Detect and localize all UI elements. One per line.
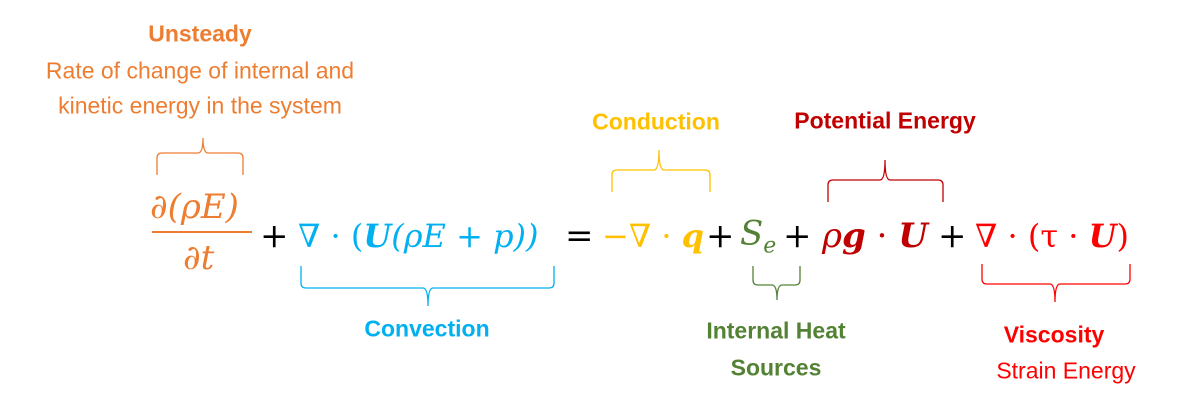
close-paren: ) <box>1116 217 1129 255</box>
viscous-divergence: ∇ · (τ · <box>975 217 1089 255</box>
viscosity-label: Viscosity <box>1003 321 1105 348</box>
time-derivative-numerator: ∂(ρE) <box>150 187 239 227</box>
divergence: ∇ · ( <box>298 217 364 255</box>
time-derivative-denominator: ∂t <box>183 238 215 278</box>
strain-energy-label: Strain Energy <box>996 357 1136 384</box>
velocity-vector: U <box>363 217 392 255</box>
sources-brace <box>752 266 801 301</box>
plus-sign: + <box>260 216 289 256</box>
convection-brace <box>300 266 555 307</box>
convection-rest: (ρE + p)) <box>391 217 539 255</box>
viscous-term: ∇ · (τ · U) <box>975 217 1129 255</box>
neg-divergence: −∇ · <box>602 217 682 255</box>
sources-label-2: Sources <box>730 354 822 381</box>
unsteady-title: Unsteady <box>148 20 252 47</box>
plus-sign: + <box>783 216 812 256</box>
heat-flux: q <box>681 217 705 255</box>
sources-label-1: Internal Heat <box>706 317 846 344</box>
velocity-vector: U <box>898 216 928 256</box>
source-subscript: e <box>763 233 777 259</box>
source-symbol: S <box>740 213 764 254</box>
convection-label: Convection <box>364 315 490 342</box>
potential-term: ρg · U <box>822 216 928 256</box>
gravity-vector: g <box>842 216 866 256</box>
density: ρ <box>822 216 842 256</box>
plus-sign: + <box>938 216 967 256</box>
equals-sign: = <box>565 216 594 256</box>
dot: · <box>865 216 899 256</box>
conduction-brace <box>611 149 711 192</box>
convection-term: ∇ · (U(ρE + p)) <box>298 217 539 255</box>
potential-energy-label: Potential Energy <box>794 107 976 134</box>
unsteady-desc-2: kinetic energy in the system <box>58 92 342 119</box>
potential-brace <box>827 159 944 202</box>
viscosity-brace <box>981 264 1131 303</box>
conduction-label: Conduction <box>592 108 720 135</box>
plus-sign: + <box>706 216 735 256</box>
source-term: Se <box>740 214 776 259</box>
conduction-term: −∇ · q <box>602 217 704 255</box>
unsteady-desc-1: Rate of change of internal and <box>45 57 355 84</box>
velocity-vector: U <box>1088 217 1117 255</box>
unsteady-brace <box>156 137 244 175</box>
